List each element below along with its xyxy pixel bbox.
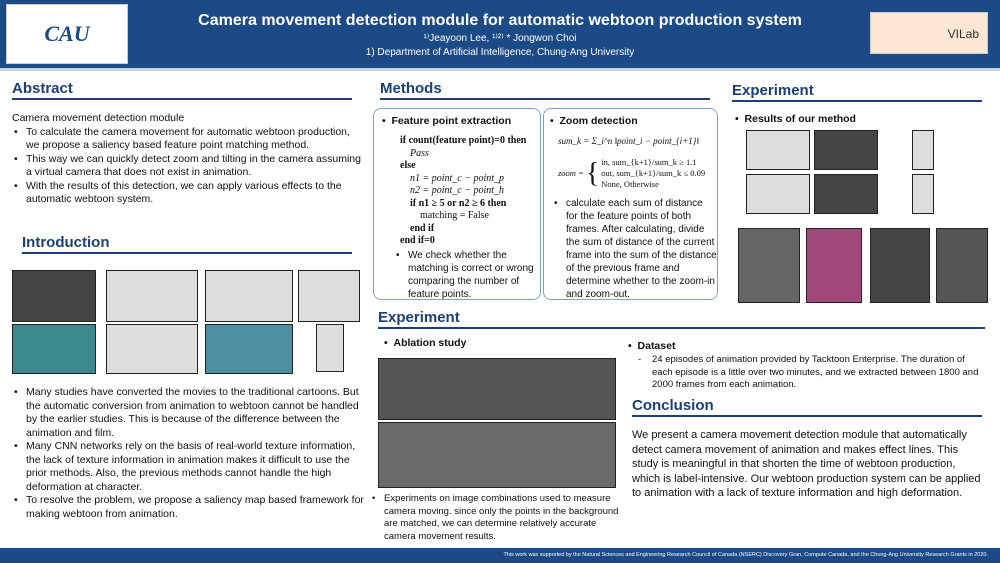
vilab-logo-text: VILab <box>947 27 979 41</box>
abstract-heading: Abstract <box>12 80 352 100</box>
abstract-bullet: To calculate the camera movement for aut… <box>12 126 362 153</box>
result-image <box>738 228 800 303</box>
result-image <box>936 228 988 303</box>
ablation-image <box>378 422 616 488</box>
intro-image <box>205 270 293 322</box>
zoom-title-text: Zoom detection <box>559 115 638 127</box>
algo-line: if n1 ≥ 5 or n2 ≥ 6 then <box>410 197 507 209</box>
experiment-results-heading: Experiment <box>732 82 982 102</box>
dataset-section: • Dataset -24 episodes of animation prov… <box>628 340 988 392</box>
feature-title-text: Feature point extraction <box>391 115 512 127</box>
dataset-title-text: Dataset <box>637 340 676 352</box>
zoom-case: None, Otherwise <box>601 179 659 189</box>
sum-equation: sum_k = Σ_i^n ‖point_i − point_{i+1}‖ <box>558 136 699 146</box>
dataset-text-body: 24 episodes of animation provided by Tac… <box>652 354 979 390</box>
poster-header: CAU Camera movement detection module for… <box>0 0 1000 68</box>
header-divider <box>0 68 1000 71</box>
ablation-title: • Ablation study <box>384 337 467 349</box>
abstract-body: Camera movement detection module To calc… <box>12 112 362 207</box>
result-image <box>746 174 810 214</box>
intro-bullet: Many studies have converted the movies t… <box>12 386 364 440</box>
algo-line: matching = False <box>420 210 489 221</box>
results-title-text: Results of our method <box>744 113 856 125</box>
abstract-intro: Camera movement detection module <box>12 112 185 124</box>
algo-line: Pass <box>410 147 429 159</box>
zoom-detection-box: • Zoom detection sum_k = Σ_i^n ‖point_i … <box>543 108 718 300</box>
algo-line: else <box>400 160 416 171</box>
dataset-title: • Dataset <box>628 340 676 352</box>
dataset-text: -24 episodes of animation provided by Ta… <box>638 354 979 390</box>
conclusion-text: We present a camera movement detection m… <box>632 429 981 499</box>
methods-heading: Methods <box>380 80 710 100</box>
result-image <box>870 228 930 303</box>
intro-image <box>106 324 198 374</box>
intro-bullet: Many CNN networks rely on the basis of r… <box>12 440 364 494</box>
intro-saliency-image <box>12 324 96 374</box>
result-image <box>806 228 862 303</box>
abstract-bullet: With the results of this detection, we c… <box>12 180 362 207</box>
feature-title: • Feature point extraction <box>382 115 512 127</box>
result-image <box>912 130 934 170</box>
intro-image <box>12 270 96 322</box>
zoom-case: out, sum_{k+1}/sum_k ≤ 0.09 <box>601 168 706 178</box>
affiliation: 1) Department of Artificial Intelligence… <box>365 47 635 58</box>
authors: ¹⁾Jeayoon Lee, ¹⁾²⁾ * Jongwon Choi <box>423 33 577 44</box>
result-image <box>746 130 810 170</box>
feature-point-box: • Feature point extraction if count(feat… <box>373 108 541 300</box>
ablation-caption: Experiments on image combinations used t… <box>370 493 620 543</box>
introduction-heading: Introduction <box>22 234 352 254</box>
result-image <box>912 174 934 214</box>
conclusion-heading: Conclusion <box>632 397 982 417</box>
results-title: • Results of our method <box>735 113 856 125</box>
intro-image <box>316 324 344 372</box>
vilab-logo: VILab <box>870 12 988 54</box>
algo-line: end if=0 <box>400 235 435 246</box>
feature-bullet: We check whether the matching is correct… <box>394 249 539 301</box>
intro-saliency-image <box>205 324 293 374</box>
cau-logo: CAU <box>6 4 128 64</box>
zoom-case: in, sum_{k+1}/sum_k ≥ 1.1 <box>601 157 697 167</box>
intro-image <box>298 270 360 322</box>
algo-line: end if <box>410 222 435 234</box>
result-image <box>814 130 878 170</box>
experiment-ablation-heading: Experiment <box>378 309 985 329</box>
abstract-bullet: This way we can quickly detect zoom and … <box>12 153 362 180</box>
cau-logo-text: CAU <box>44 21 90 46</box>
poster-title: Camera movement detection module for aut… <box>198 12 802 29</box>
algo-line: n1 = point_c − point_p <box>410 172 505 184</box>
result-image <box>814 174 878 214</box>
zoom-title: • Zoom detection <box>550 115 638 127</box>
algo-line: n2 = point_c − point_h <box>410 185 505 196</box>
intro-bullet: To resolve the problem, we propose a sal… <box>12 494 364 521</box>
ablation-title-text: Ablation study <box>393 337 467 349</box>
footer: This work was supported by the Natural S… <box>0 548 1000 563</box>
zoom-eq-lhs: zoom = <box>558 168 584 178</box>
ablation-image <box>378 358 616 420</box>
introduction-bullets: Many studies have converted the movies t… <box>12 386 364 521</box>
algo-line: if count(feature point)=0 then <box>400 135 527 146</box>
intro-image <box>106 270 198 322</box>
feature-algorithm: if count(feature point)=0 then Pass else… <box>400 135 540 248</box>
zoom-bullet: calculate each sum of distance for the f… <box>552 197 717 301</box>
